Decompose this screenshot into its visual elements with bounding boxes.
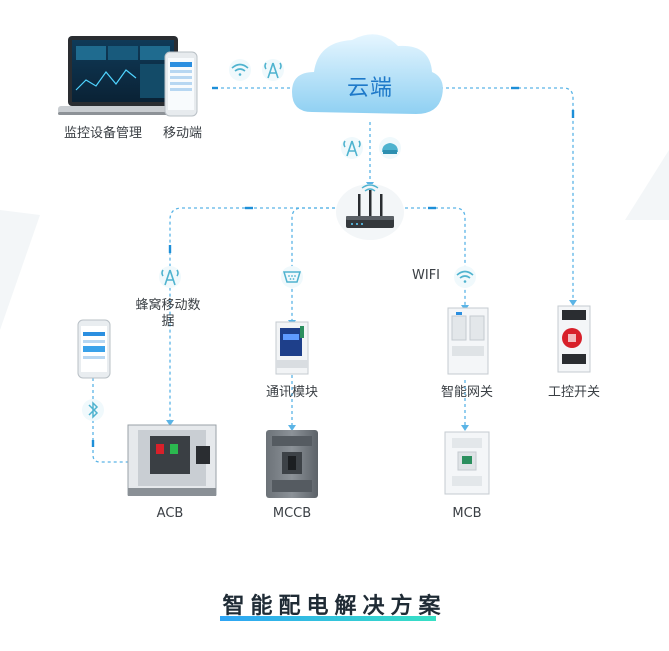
cellular-label: 蜂窝移动数据 (135, 298, 201, 329)
link-highlights (91, 86, 575, 447)
cloud-label: 云端 (346, 76, 394, 101)
phone-monitor (164, 51, 198, 117)
industrial-switch-device (557, 305, 591, 373)
mcb-device (444, 431, 490, 495)
link-cloud-switch (440, 87, 574, 300)
wifi-icon (454, 266, 476, 288)
mobile-label: 移动端 (163, 126, 203, 141)
mcb-label: MCB (452, 506, 482, 521)
mccb-device (266, 430, 318, 498)
page-title: 智能配电解决方案 (222, 594, 447, 619)
wifi-icon (229, 59, 251, 81)
acb-device (127, 424, 217, 496)
link-router-comm (291, 207, 335, 320)
link-router-gateway (405, 207, 466, 305)
antenna-icon (262, 59, 284, 81)
cloud-icon (292, 34, 443, 115)
antenna-icon (341, 137, 363, 159)
comm-module-device (275, 321, 309, 375)
mobile-phone (77, 319, 111, 379)
bg-shape-left (0, 210, 40, 330)
cloud-gateway-icon (379, 137, 401, 159)
bluetooth-icon (82, 399, 104, 421)
bg-shape-right (625, 150, 669, 220)
acb-label: ACB (156, 506, 184, 521)
antenna-icon (159, 266, 181, 288)
smart-gateway-device (447, 307, 489, 375)
industrial-switch-label: 工控开关 (547, 385, 601, 400)
smart-gateway-label: 智能网关 (440, 385, 494, 400)
router-icon (336, 184, 404, 240)
comm-module-label: 通讯模块 (265, 385, 319, 400)
title-underline (220, 616, 436, 621)
mccb-label: MCCB (272, 506, 312, 521)
connection-lines (92, 87, 574, 463)
link-router-acb (169, 207, 335, 420)
wifi-label: WIFI (412, 268, 440, 283)
serial-port-icon (281, 266, 303, 288)
laptop-monitor (58, 36, 188, 115)
monitor-label: 监控设备管理 (64, 126, 143, 141)
